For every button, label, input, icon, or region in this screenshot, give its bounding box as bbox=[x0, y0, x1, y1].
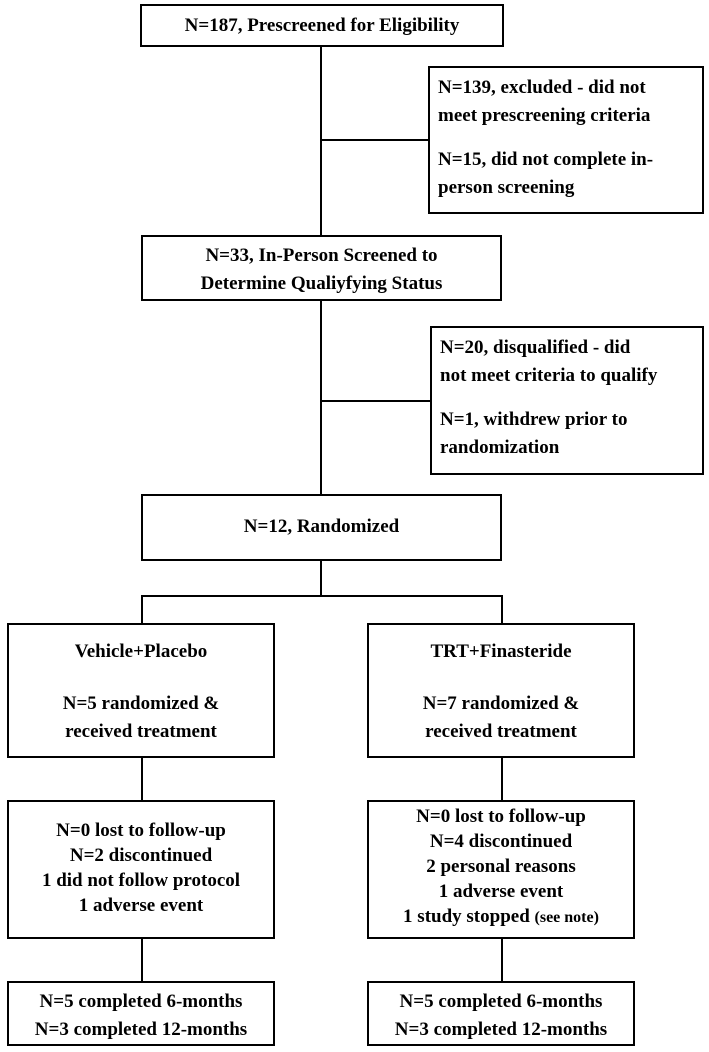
completed-left-line2: N=3 completed 12-months bbox=[34, 1019, 248, 1040]
followup-right-line2: N=4 discontinued bbox=[429, 831, 573, 852]
exclusion1-box: N=139, excluded - did not meet prescreen… bbox=[428, 66, 704, 214]
followup-right-line5-note: (see note) bbox=[534, 909, 599, 926]
arm-left-line2: received treatment bbox=[65, 721, 217, 742]
connector-to-exclusion2 bbox=[320, 400, 431, 402]
followup-right-line4: 1 adverse event bbox=[438, 881, 564, 902]
prescreen-label: N=187, Prescreened for Eligibility bbox=[184, 15, 460, 36]
connector-left-followup bbox=[141, 757, 143, 801]
followup-right-box: N=0 lost to follow-up N=4 discontinued 2… bbox=[367, 800, 635, 939]
connector-left-arm bbox=[141, 595, 143, 624]
followup-left-box: N=0 lost to follow-up N=2 discontinued 1… bbox=[7, 800, 275, 939]
connector-left-completed bbox=[141, 938, 143, 982]
prescreen-box: N=187, Prescreened for Eligibility bbox=[140, 4, 504, 47]
connector-right-followup bbox=[501, 757, 503, 801]
screened-box: N=33, In-Person Screened to Determine Qu… bbox=[141, 235, 502, 301]
completed-left-line1: N=5 completed 6-months bbox=[39, 991, 243, 1012]
connector-prescreen-to-screened bbox=[320, 46, 322, 236]
followup-left-line4: 1 adverse event bbox=[78, 895, 204, 916]
arm-left-box: Vehicle+Placebo N=5 randomized & receive… bbox=[7, 623, 275, 758]
arm-right-line1: N=7 randomized & bbox=[422, 693, 580, 714]
randomized-box: N=12, Randomized bbox=[141, 494, 502, 561]
arm-right-line2: received treatment bbox=[425, 721, 577, 742]
followup-left-line3: 1 did not follow protocol bbox=[41, 870, 241, 891]
screened-line1: N=33, In-Person Screened to bbox=[205, 245, 438, 266]
exclusion2-line2: not meet criteria to qualify bbox=[440, 365, 658, 386]
exclusion1-line1: N=139, excluded - did not bbox=[438, 77, 646, 98]
screened-line2: Determine Qualiyfying Status bbox=[200, 273, 443, 294]
completed-right-line1: N=5 completed 6-months bbox=[399, 991, 603, 1012]
exclusion1-line4: person screening bbox=[438, 177, 575, 198]
exclusion1-line3: N=15, did not complete in- bbox=[438, 149, 654, 170]
connector-right-completed bbox=[501, 938, 503, 982]
arm-right-title: TRT+Finasteride bbox=[430, 641, 572, 662]
followup-left-line1: N=0 lost to follow-up bbox=[56, 820, 226, 841]
exclusion2-line1: N=20, disqualified - did bbox=[440, 337, 631, 358]
arm-right-box: TRT+Finasteride N=7 randomized & receive… bbox=[367, 623, 635, 758]
exclusion2-line3: N=1, withdrew prior to bbox=[440, 409, 628, 430]
connector-split bbox=[141, 595, 502, 597]
followup-left-line2: N=2 discontinued bbox=[69, 845, 213, 866]
exclusion2-line4: randomization bbox=[440, 437, 560, 458]
completed-right-line2: N=3 completed 12-months bbox=[394, 1019, 608, 1040]
connector-to-exclusion1 bbox=[320, 139, 429, 141]
followup-right-line5-main: 1 study stopped bbox=[403, 906, 530, 927]
connector-screened-to-randomized bbox=[320, 300, 322, 495]
followup-right-line3: 2 personal reasons bbox=[426, 856, 576, 877]
arm-left-line1: N=5 randomized & bbox=[62, 693, 220, 714]
completed-left-box: N=5 completed 6-months N=3 completed 12-… bbox=[7, 981, 275, 1046]
exclusion2-box: N=20, disqualified - did not meet criter… bbox=[430, 326, 704, 475]
randomized-label: N=12, Randomized bbox=[243, 516, 400, 537]
exclusion1-line2: meet prescreening criteria bbox=[438, 105, 651, 126]
arm-left-title: Vehicle+Placebo bbox=[74, 641, 208, 662]
connector-right-arm bbox=[501, 595, 503, 624]
connector-randomized-down bbox=[320, 560, 322, 596]
completed-right-box: N=5 completed 6-months N=3 completed 12-… bbox=[367, 981, 635, 1046]
followup-right-line5: 1 study stopped (see note) bbox=[369, 904, 633, 930]
followup-right-line1: N=0 lost to follow-up bbox=[416, 806, 586, 827]
